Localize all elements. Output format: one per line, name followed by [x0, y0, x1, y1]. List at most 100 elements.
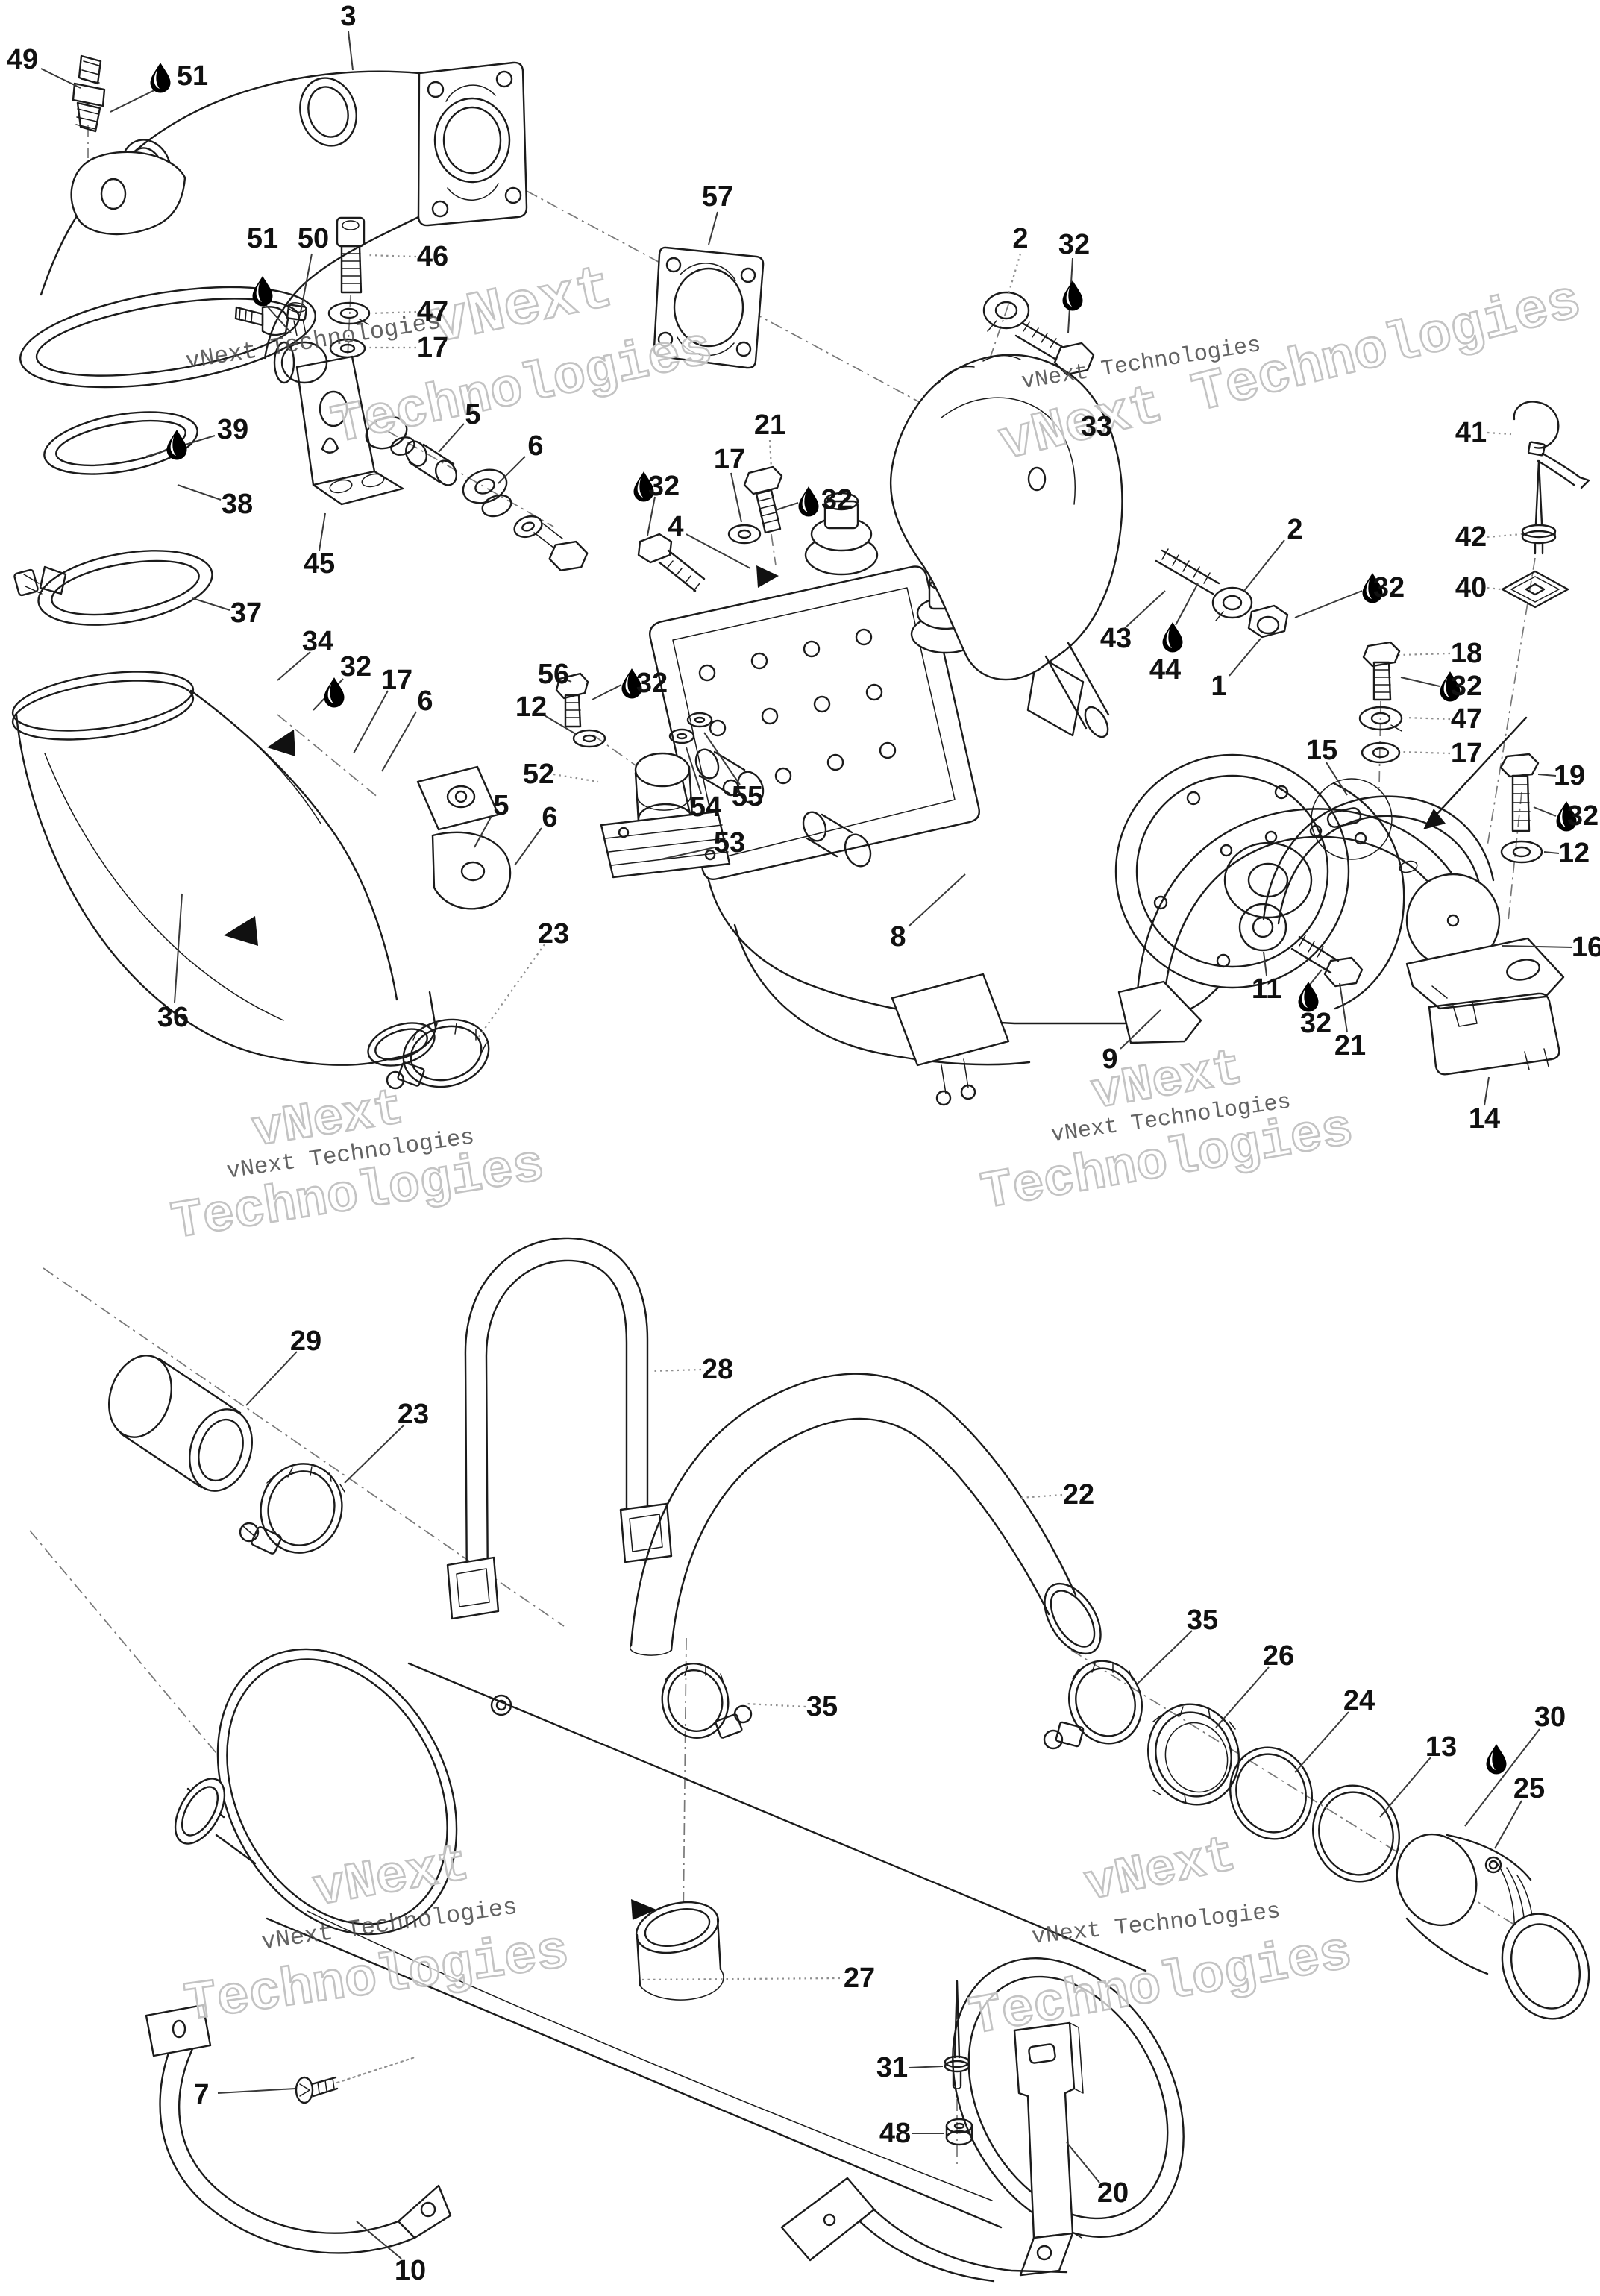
part-number-26: 26: [1263, 1640, 1294, 1672]
part-number-19: 19: [1554, 760, 1585, 791]
construction-line: [29, 1530, 247, 1790]
engine-part8: [649, 492, 1405, 1106]
callout-3: 3: [340, 1, 357, 71]
part-number-56: 56: [538, 659, 569, 690]
part-number-48: 48: [879, 2118, 911, 2149]
callout-6: 6: [498, 430, 544, 484]
leader-line: [1229, 638, 1261, 677]
part-number-2: 2: [1287, 514, 1302, 545]
leader-line: [1215, 1666, 1270, 1728]
bolt-part4: [637, 533, 706, 592]
part-number-36: 36: [157, 1002, 189, 1033]
callout-1: 1: [1211, 638, 1261, 702]
callout-48: 48: [879, 2118, 944, 2149]
leader-line: [1120, 1009, 1161, 1050]
nut-part1: [1247, 604, 1289, 639]
leader-line: [1326, 762, 1348, 796]
callout-40: 40: [1455, 572, 1502, 603]
construction-line: [277, 714, 380, 799]
leader-line: [1136, 1630, 1193, 1685]
leader-line: [1399, 652, 1451, 656]
leader-line: [1494, 1800, 1522, 1849]
leader-line: [1537, 774, 1557, 777]
callout-32: 32: [633, 471, 680, 536]
leader-line: [1543, 851, 1560, 854]
part-number-2: 2: [1012, 223, 1028, 254]
hose-clamp-part35-a: [661, 1663, 753, 1739]
part-number-33: 33: [1081, 411, 1112, 442]
oil-droplet-icon: [1062, 280, 1083, 311]
oil-droplet-highlight: [1443, 678, 1449, 697]
part-number-46: 46: [417, 241, 448, 272]
lock-washer-part47-b: [1358, 706, 1403, 732]
leader-line: [1484, 1076, 1490, 1106]
washer-part17-b: [1361, 741, 1401, 764]
part-number-53: 53: [714, 827, 745, 859]
callout-13: 13: [1379, 1731, 1457, 1818]
part-number-8: 8: [890, 921, 906, 953]
callout-6: 6: [381, 686, 433, 772]
callout-32: 32: [1294, 572, 1405, 618]
part-number-41: 41: [1455, 417, 1487, 448]
leader-line: [745, 1702, 806, 1708]
part-number-35: 35: [806, 1691, 838, 1722]
part-number-22: 22: [1063, 1479, 1094, 1511]
part-number-28: 28: [702, 1354, 733, 1385]
pin-part31: [944, 1980, 970, 2089]
rubber-mount-part16: [1405, 873, 1565, 1010]
callout-20: 20: [1066, 2142, 1129, 2209]
callout-38: 38: [177, 484, 253, 520]
leader-line: [478, 944, 545, 1038]
leader-line: [299, 253, 313, 317]
bracket-part45: [273, 341, 404, 506]
callout-36: 36: [157, 893, 189, 1033]
watermark-text: Technologies: [965, 1922, 1357, 2050]
leader-line: [1020, 1493, 1063, 1499]
part-number-34: 34: [302, 626, 333, 657]
muffler-part27: [174, 1648, 1185, 2238]
leader-line: [1066, 2142, 1100, 2183]
part-number-51: 51: [247, 223, 278, 254]
leader-line: [498, 456, 526, 484]
part-number-49: 49: [7, 44, 38, 75]
callout-15: 15: [1306, 735, 1348, 796]
ring-part24: [1229, 1746, 1314, 1840]
part-number-1: 1: [1211, 671, 1226, 702]
washer-part17-engine: [727, 524, 762, 545]
leader-line: [1487, 431, 1512, 436]
hose-clamp-part23-b: [239, 1463, 345, 1555]
part-number-50: 50: [298, 223, 329, 254]
bolt-part21-bottom: [1290, 935, 1364, 988]
gasket-ring-part13: [1311, 1784, 1401, 1883]
part-number-21: 21: [754, 410, 785, 441]
callout-29: 29: [245, 1326, 321, 1406]
part-number-55: 55: [732, 781, 763, 812]
ring-nut-part26: [1146, 1703, 1240, 1806]
leader-line: [1502, 945, 1573, 948]
bolt-part56: [555, 672, 589, 728]
callout-24: 24: [1294, 1685, 1375, 1773]
outlet-fitting-part25: [1396, 1833, 1590, 2020]
callout-49: 49: [7, 44, 81, 89]
leader-line: [553, 773, 599, 783]
part-number-47: 47: [417, 296, 448, 327]
callout-14: 14: [1469, 1076, 1500, 1135]
callout-27: 27: [638, 1963, 875, 1994]
construction-line: [1508, 791, 1522, 921]
leader-line: [1405, 716, 1451, 721]
leader-line: [192, 597, 230, 611]
leader-line: [908, 873, 966, 927]
callout-31: 31: [876, 2052, 944, 2083]
leader-line: [1379, 1757, 1431, 1818]
callout-23: 23: [344, 1399, 429, 1484]
part-number-47: 47: [1451, 703, 1482, 735]
leader-line: [730, 472, 742, 523]
callout-19: 19: [1537, 760, 1585, 791]
callout-26: 26: [1215, 1640, 1294, 1728]
oil-droplet-highlight: [1066, 287, 1072, 307]
leader-line: [908, 2066, 944, 2068]
leader-line: [277, 651, 311, 681]
